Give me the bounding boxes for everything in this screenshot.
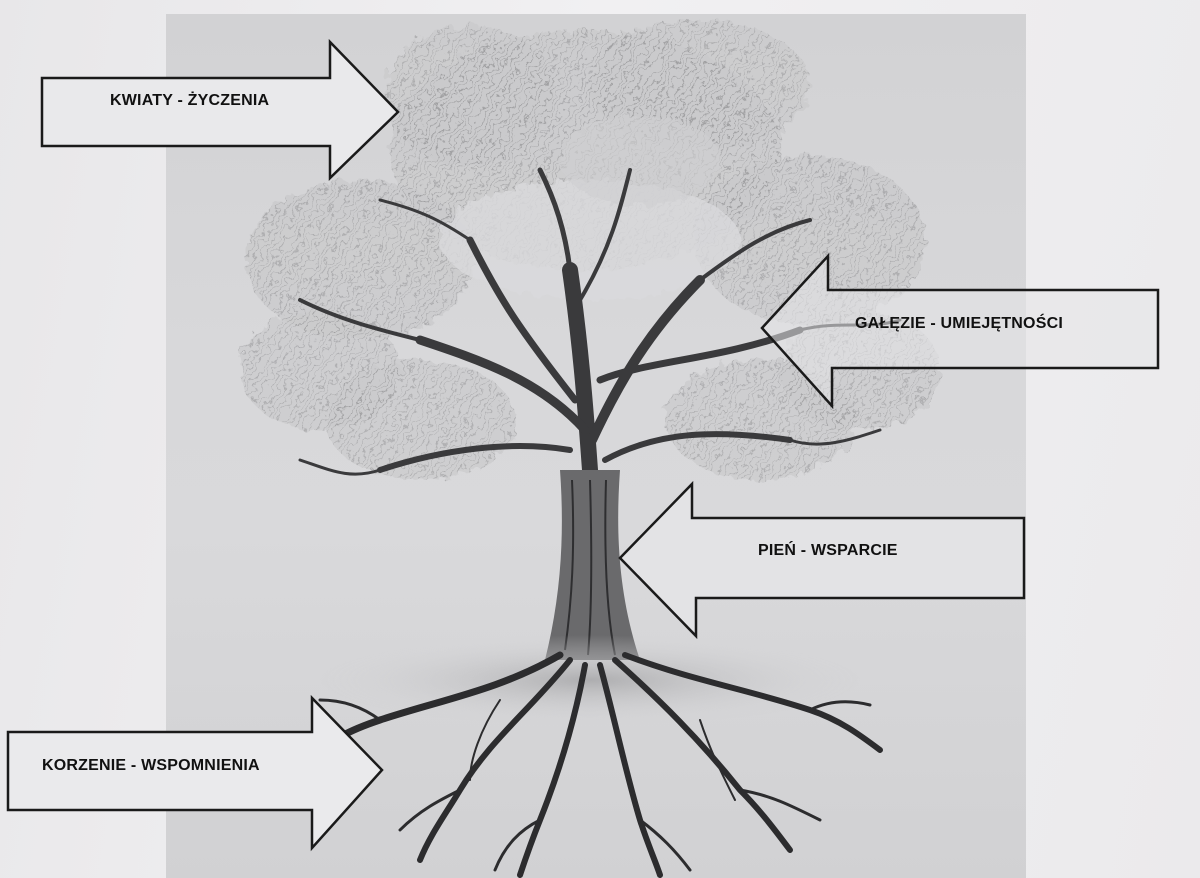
label-flowers: KWIATY - ŻYCZENIA [110,92,270,109]
tree-canopy [240,20,940,480]
arrow-roots [6,694,384,852]
arrow-trunk [618,480,1026,640]
label-trunk: PIEŃ - WSPARCIE [758,542,898,559]
tree-branches [298,167,902,478]
ground-shadow [320,635,860,725]
arrow-flowers [40,38,400,181]
label-branches: GAŁĘZIE - UMIEJĘTNOŚCI [855,315,1063,332]
arrow-branches [760,252,1160,410]
label-roots: KORZENIE - WSPOMNIENIA [42,757,260,774]
